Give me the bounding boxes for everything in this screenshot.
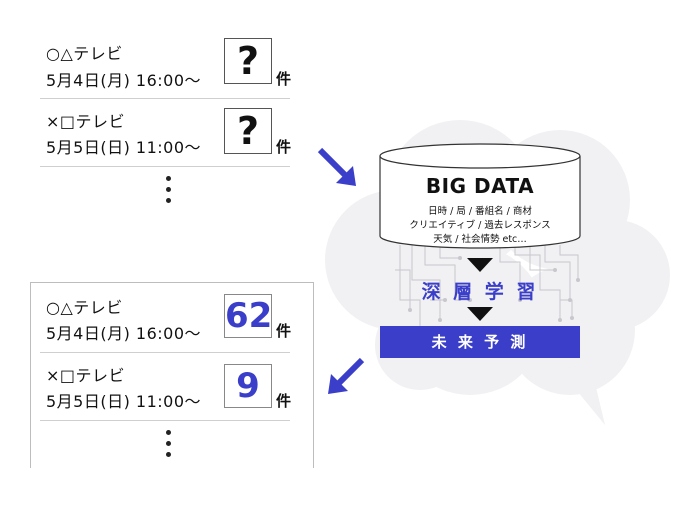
output-item-channel-2: ×□テレビ bbox=[46, 366, 126, 385]
arrow-down-triangle-1 bbox=[467, 258, 493, 272]
input-item-datetime-2: 5月5日(日) 11:00〜 bbox=[46, 138, 202, 157]
database-title: BIG DATA bbox=[425, 174, 535, 198]
divider-2 bbox=[40, 166, 290, 167]
unit-label-3: 件 bbox=[276, 322, 292, 340]
arrow-down-triangle-2 bbox=[467, 307, 493, 321]
prediction-banner: 未 来 予 測 bbox=[380, 326, 580, 358]
unknown-count-box-1: ? bbox=[224, 38, 272, 84]
input-item-channel-2: ×□テレビ bbox=[46, 112, 126, 131]
database-line-3: 天気 / 社会情勢 etc… bbox=[433, 234, 527, 245]
database-line-2: クリエイティブ / 過去レスポンス bbox=[409, 220, 551, 231]
unknown-count-box-2: ? bbox=[224, 108, 272, 154]
arrow-to-results-icon bbox=[328, 357, 365, 394]
divider-3 bbox=[40, 352, 290, 353]
input-item-datetime-1: 5月4日(月) 16:00〜 bbox=[46, 71, 202, 90]
output-item-channel-1: ○△テレビ bbox=[46, 298, 123, 317]
output-item-datetime-1: 5月4日(月) 16:00〜 bbox=[46, 324, 202, 343]
database-line-1: 日時 / 局 / 番組名 / 商材 bbox=[428, 206, 532, 217]
arrow-to-database-icon bbox=[317, 147, 356, 186]
predicted-count-box-1: 62 bbox=[224, 294, 273, 338]
predicted-count-box-2: 9 bbox=[224, 364, 272, 408]
divider-1 bbox=[40, 98, 290, 99]
output-item-datetime-2: 5月5日(日) 11:00〜 bbox=[46, 392, 202, 411]
circuit-pattern bbox=[395, 245, 579, 330]
divider-4 bbox=[40, 420, 290, 421]
ellipsis-dots-output bbox=[166, 430, 172, 463]
database-cylinder bbox=[379, 143, 581, 249]
unit-label-4: 件 bbox=[276, 392, 292, 410]
unit-label-1: 件 bbox=[276, 70, 292, 88]
input-item-channel-1: ○△テレビ bbox=[46, 44, 123, 63]
ellipsis-dots-input bbox=[166, 176, 172, 209]
unit-label-2: 件 bbox=[276, 138, 292, 156]
deep-learning-label: 深 層 学 習 bbox=[421, 281, 539, 303]
